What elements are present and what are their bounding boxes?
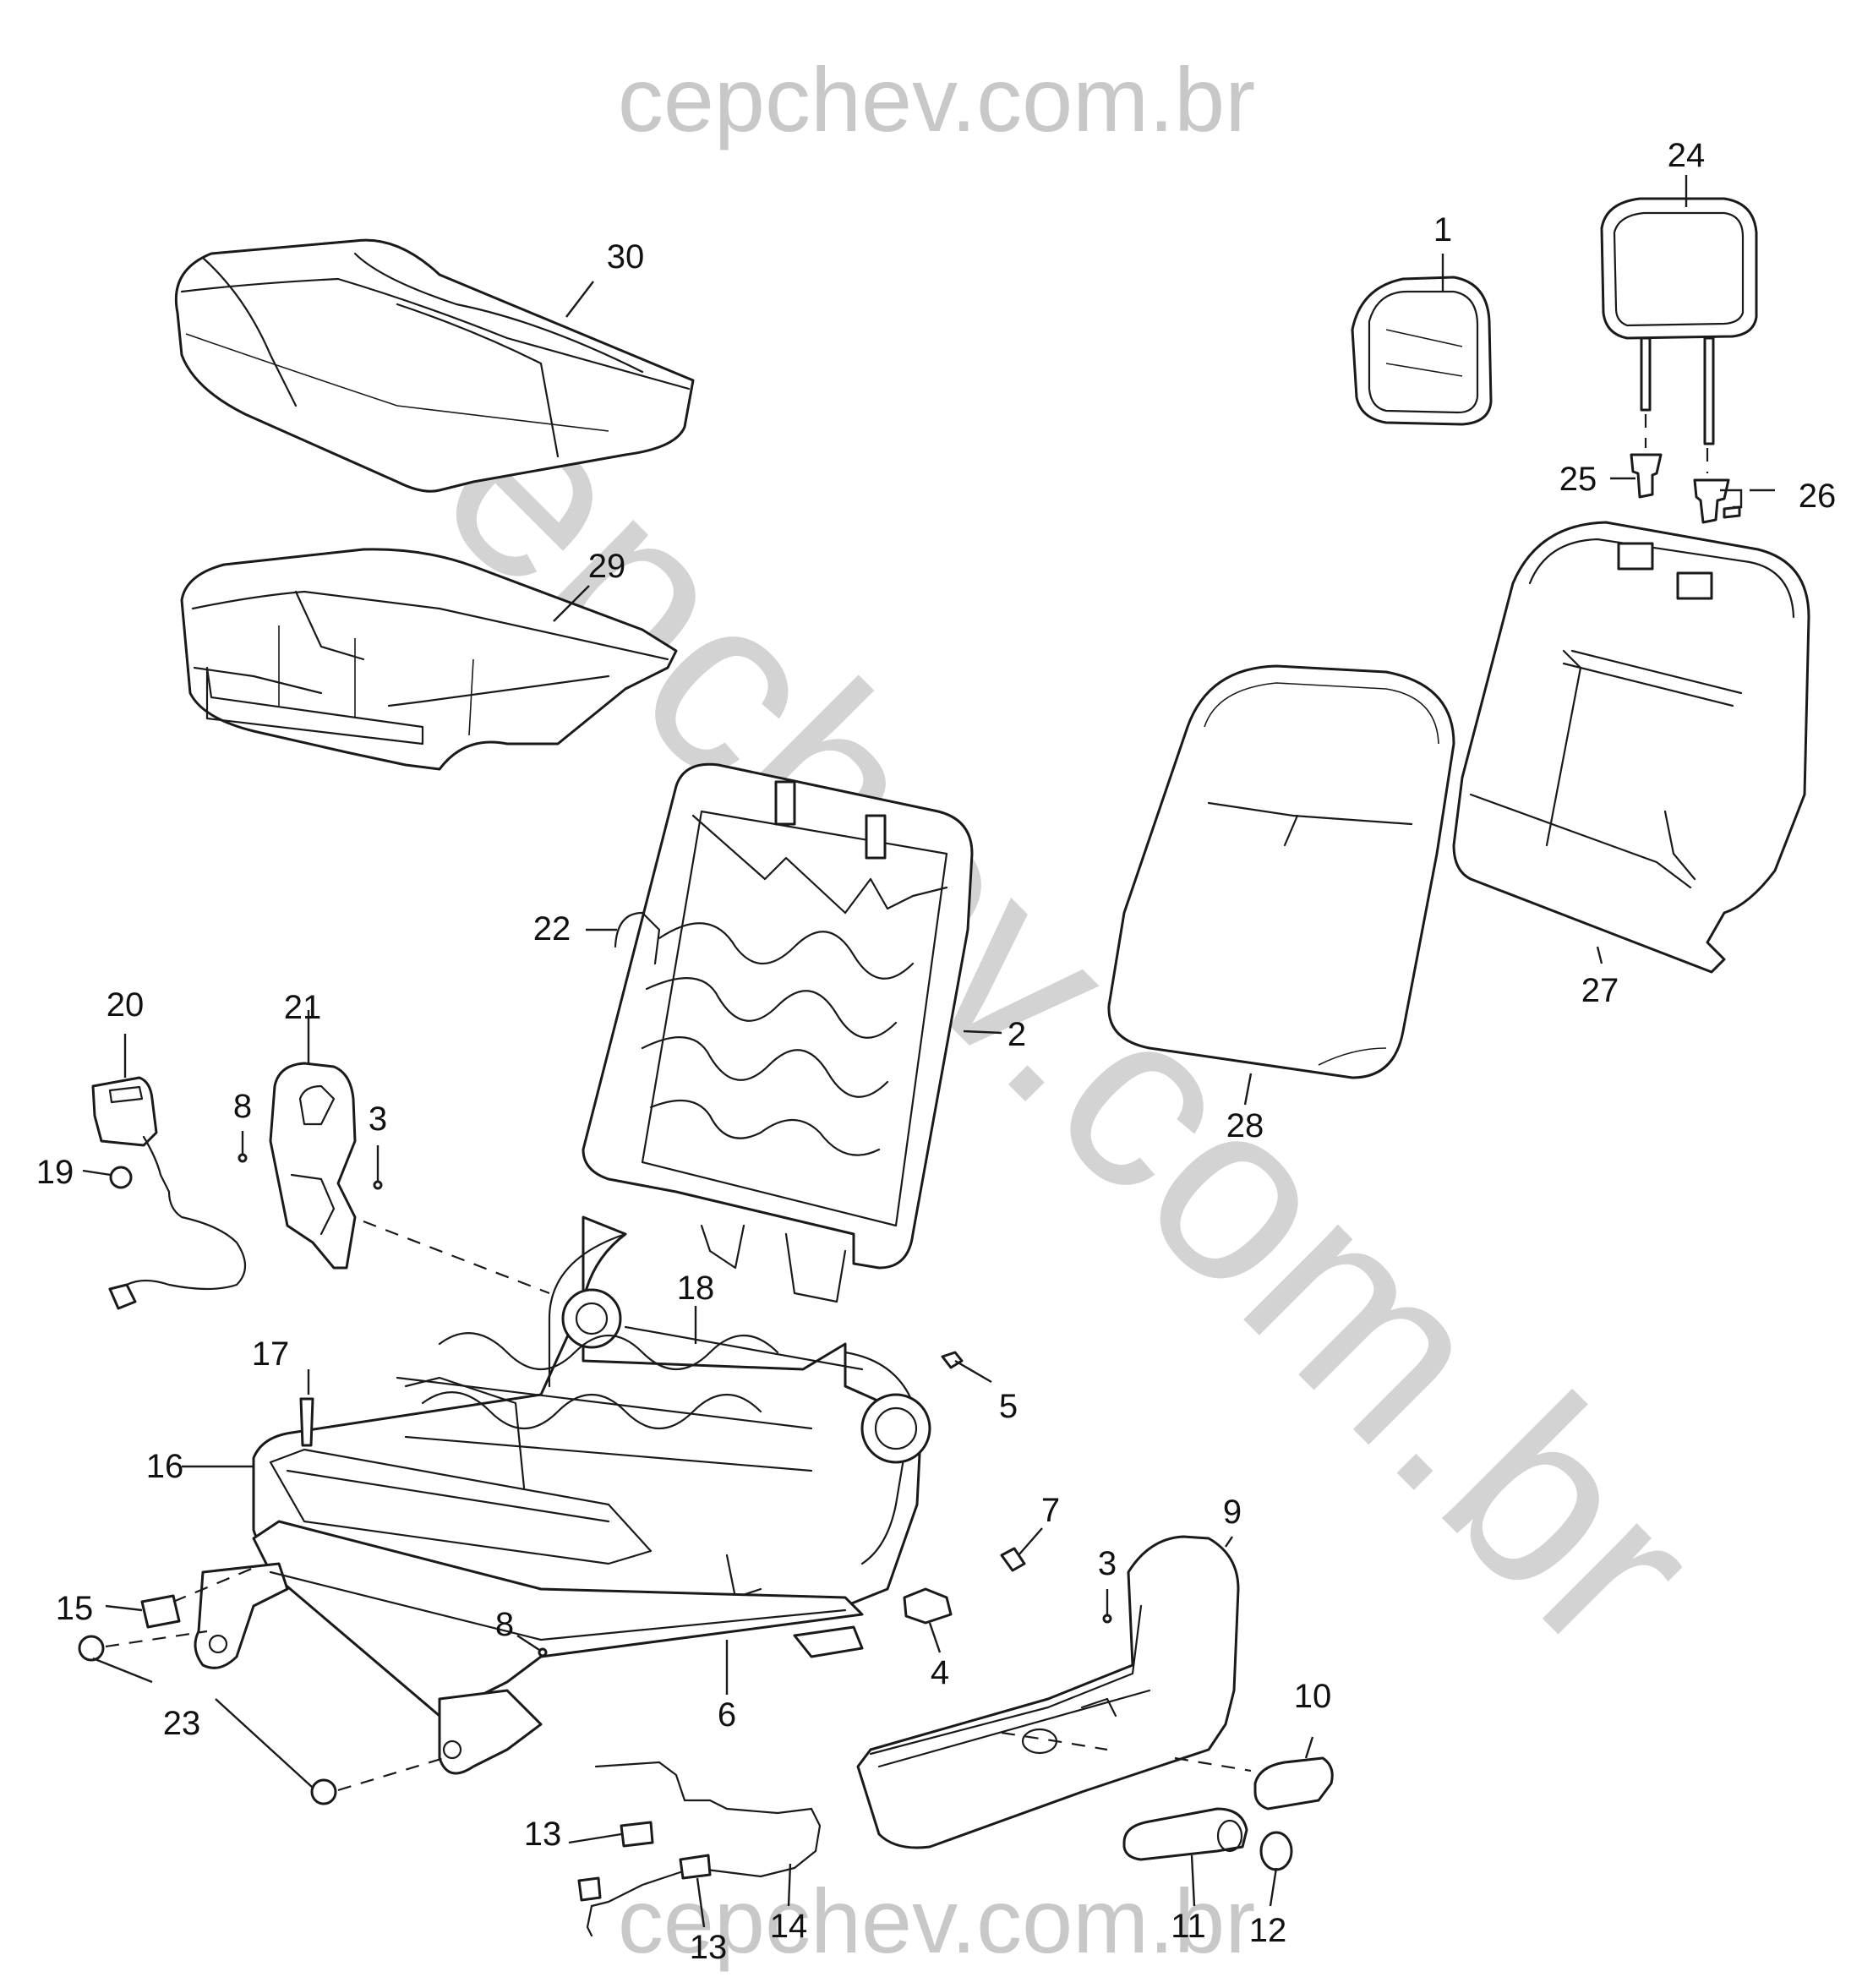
cushion-springs	[624, 1325, 864, 1371]
seat-belt-buckle	[91, 1076, 247, 1310]
callout-13b: 13	[690, 1929, 728, 1966]
seat-cushion-frame	[252, 1215, 931, 1641]
callout-1: 1	[1433, 211, 1452, 248]
seatback-pad	[1452, 521, 1810, 974]
callout-18: 18	[677, 1270, 715, 1307]
leader-lines	[82, 175, 1775, 1928]
callout-8a: 8	[233, 1088, 252, 1125]
callout-12: 12	[1249, 1912, 1287, 1949]
screw-8b	[538, 1647, 548, 1658]
callout-11: 11	[1171, 1908, 1206, 1945]
headrest-compact	[1351, 276, 1493, 426]
callout-8b: 8	[495, 1606, 514, 1643]
wiring-harness	[586, 1761, 822, 1937]
callout-15: 15	[56, 1590, 94, 1627]
clip-15	[140, 1594, 181, 1629]
knob	[1259, 1831, 1293, 1871]
screw-8a	[238, 1153, 248, 1163]
callout-27: 27	[1581, 972, 1619, 1009]
wire-clip	[614, 911, 661, 965]
assembly-line-23a	[105, 1630, 208, 1648]
seatback-cover	[1107, 664, 1455, 1079]
callout-13a: 13	[524, 1816, 562, 1853]
inner-trim-cover	[269, 1062, 357, 1270]
nut-19	[109, 1166, 133, 1189]
callout-20: 20	[106, 986, 145, 1024]
callout-4: 4	[931, 1654, 949, 1691]
callout-19: 19	[36, 1154, 74, 1191]
callout-21: 21	[284, 989, 322, 1026]
recliner-handle	[1122, 1807, 1248, 1861]
pin-17	[299, 1397, 314, 1447]
callout-17: 17	[252, 1335, 290, 1373]
seatback-frame	[582, 762, 974, 1303]
screw-3a	[373, 1180, 383, 1190]
callout-22: 22	[533, 910, 571, 948]
assembly-line-9	[1001, 1731, 1108, 1751]
seat-track	[194, 1520, 864, 1775]
assembly-line-21-frame	[363, 1220, 550, 1295]
callout-30: 30	[607, 238, 645, 276]
side-trim-cover	[856, 1535, 1240, 1849]
callout-24: 24	[1668, 137, 1706, 174]
callout-5: 5	[999, 1388, 1018, 1425]
bolt-23a	[78, 1635, 105, 1662]
callout-16: 16	[146, 1448, 184, 1485]
callout-9: 9	[1223, 1494, 1242, 1531]
headrest-guide-with-lock	[1693, 478, 1741, 524]
headrest	[1600, 197, 1758, 445]
connector-14-plug	[577, 1876, 602, 1902]
connector-13b	[679, 1854, 712, 1880]
callout-3b: 3	[1098, 1545, 1117, 1582]
screw-3b	[1102, 1614, 1112, 1624]
watermark-top: cepchev.com.br	[618, 48, 1255, 150]
clip-7	[1000, 1547, 1026, 1572]
callout-14: 14	[770, 1908, 808, 1945]
seat-cushion-pad	[180, 548, 678, 771]
bolt-5	[941, 1351, 964, 1369]
headrest-guide	[1630, 453, 1663, 499]
callout-29: 29	[588, 548, 626, 585]
callout-3a: 3	[369, 1100, 387, 1138]
lever-handle	[1253, 1756, 1334, 1810]
bracket	[903, 1587, 953, 1625]
callout-6: 6	[718, 1696, 736, 1734]
callout-26: 26	[1799, 478, 1837, 515]
assembly-line-23b	[337, 1756, 445, 1792]
connector-13a	[620, 1821, 654, 1848]
bolt-23b	[310, 1778, 337, 1805]
assembly-line-10	[1174, 1756, 1252, 1772]
callout-28: 28	[1226, 1107, 1264, 1144]
callout-23: 23	[163, 1705, 201, 1742]
callout-2: 2	[1007, 1016, 1026, 1053]
callout-25: 25	[1559, 461, 1597, 498]
seat-cushion-cover	[174, 238, 695, 493]
assembly-line-15-frame	[172, 1566, 254, 1603]
watermark-bottom: cepchev.com.br	[618, 1870, 1255, 1972]
callout-10: 10	[1294, 1678, 1332, 1715]
callout-7: 7	[1041, 1492, 1060, 1529]
